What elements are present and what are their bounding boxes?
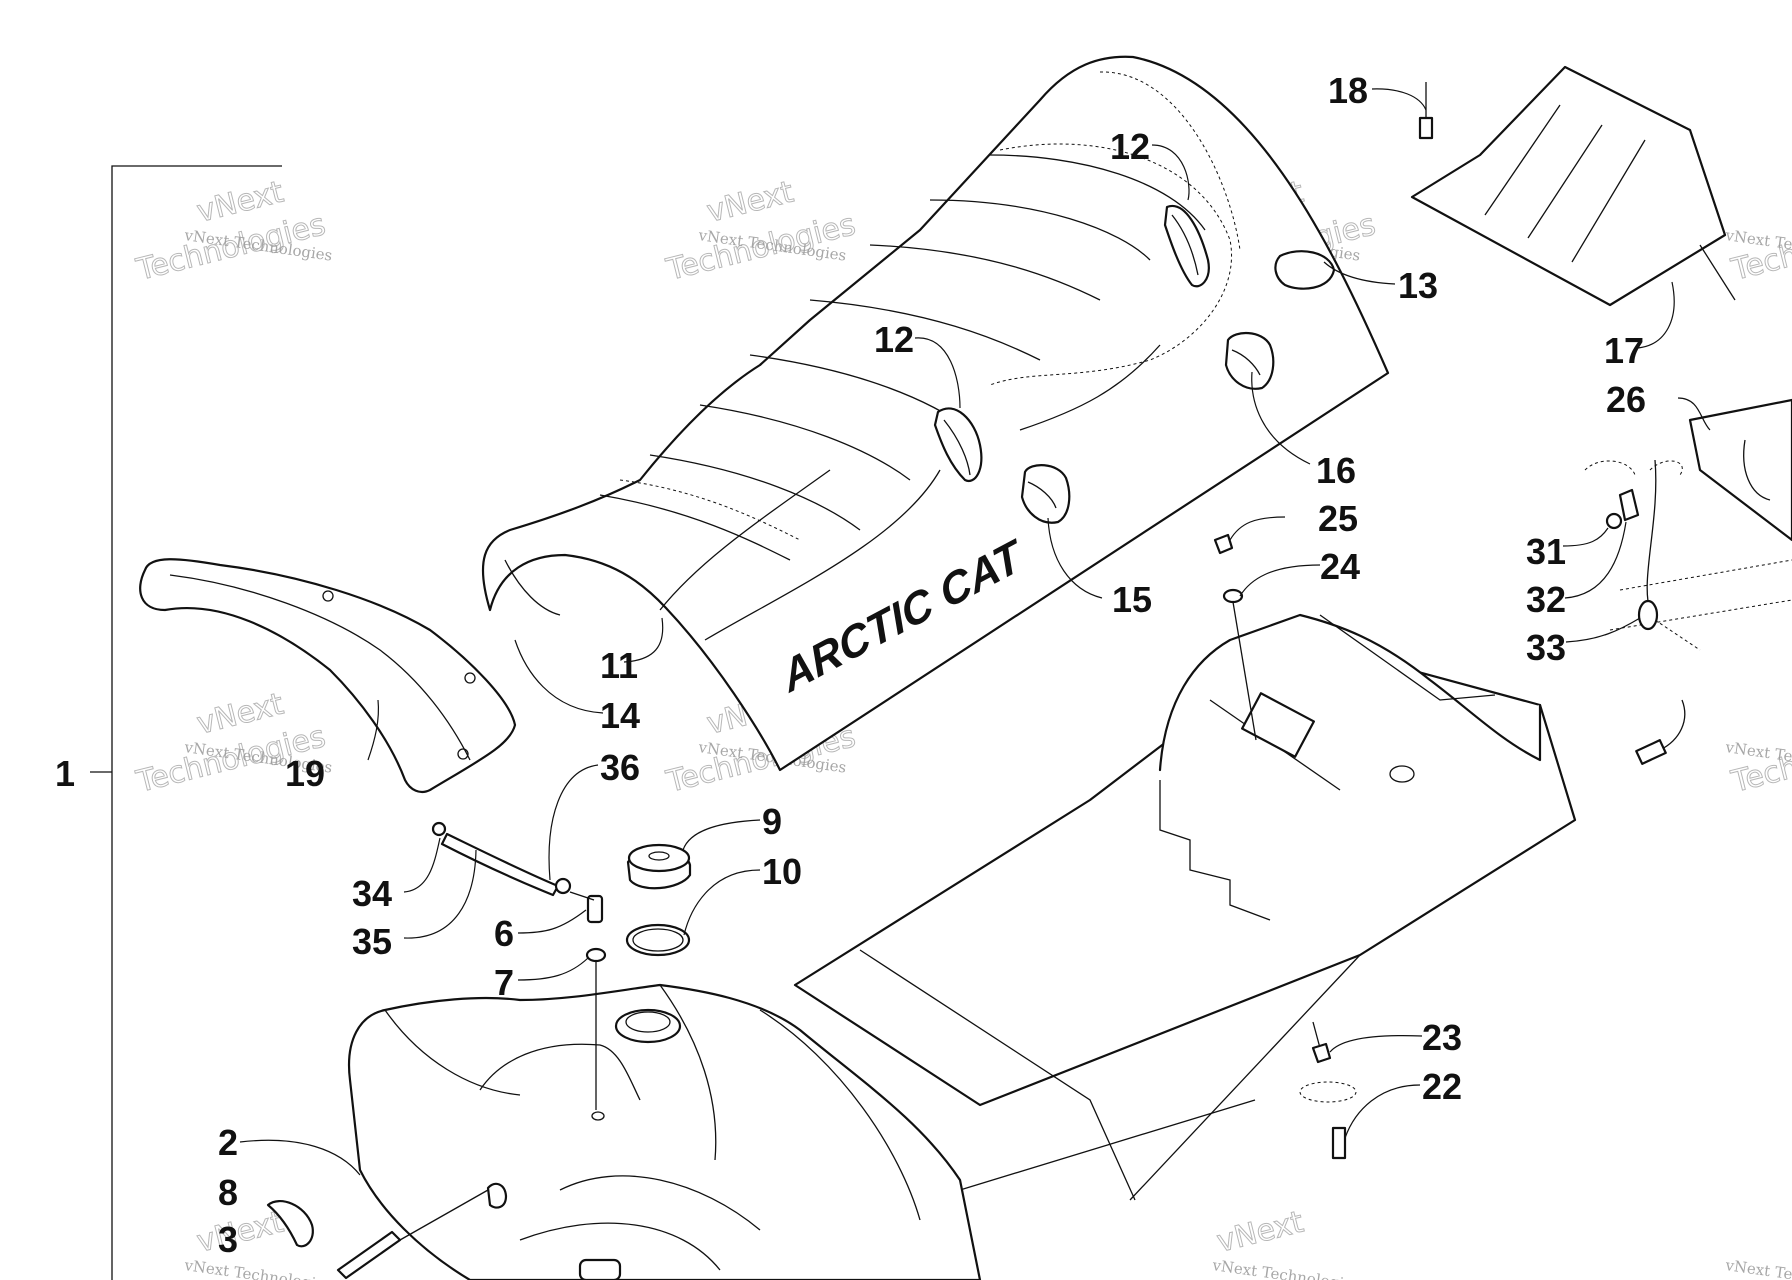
callout-15: 15	[1112, 579, 1152, 620]
seat-pad-13	[1274, 250, 1336, 290]
rear-trim	[139, 558, 517, 794]
watermark: vNext vNext Technologies	[1210, 1204, 1361, 1280]
bolt-18	[1418, 82, 1434, 140]
watermark: vNext vNext Technologies Technologies	[662, 174, 859, 288]
callout-18: 18	[1328, 70, 1368, 111]
callout-16: 16	[1316, 450, 1356, 491]
callout-25: 25	[1318, 498, 1358, 539]
watermark: vNext Technologies	[1723, 1256, 1792, 1280]
callout-12-upper: 12	[1110, 126, 1150, 167]
watermark: vNext vNext Technologies Technologies	[132, 174, 334, 288]
vent-hose	[440, 832, 560, 897]
cap-gasket	[625, 923, 691, 957]
callout-6: 6	[494, 913, 514, 954]
callout-32: 32	[1526, 579, 1566, 620]
grommet-33	[1637, 599, 1659, 631]
callout-35: 35	[352, 921, 392, 962]
callout-13: 13	[1398, 265, 1438, 306]
nut-31	[1605, 512, 1623, 530]
callout-34: 34	[352, 873, 392, 914]
watermark-line-1: vNext	[703, 175, 797, 230]
watermark-line-2: vNext Technologies	[1723, 1256, 1792, 1280]
callout-26: 26	[1606, 379, 1646, 420]
callout-23: 23	[1422, 1017, 1462, 1058]
callout-22: 22	[1422, 1066, 1462, 1107]
callout-12-lower: 12	[874, 319, 914, 360]
callout-17: 17	[1604, 330, 1644, 371]
watermark-line-3: Technologies	[662, 207, 858, 288]
callout-31: 31	[1526, 531, 1566, 572]
seat-pad-16	[1224, 332, 1275, 390]
callout-9: 9	[762, 801, 782, 842]
callout-10: 10	[762, 851, 802, 892]
callout-36: 36	[600, 747, 640, 788]
callout-1: 1	[55, 753, 75, 794]
tank-strap	[266, 1199, 314, 1248]
tail-light-bracket	[1410, 65, 1736, 307]
washer-24	[1222, 588, 1257, 741]
watermark: vNext Technologies Technologies	[1723, 207, 1792, 289]
seat-pad-15	[1020, 464, 1071, 524]
watermark-line-1: vNext	[193, 1205, 287, 1260]
seat-base-tray	[793, 613, 1577, 1201]
nut-23	[1311, 1021, 1332, 1064]
watermark: vNext vNext Technologies	[182, 1204, 333, 1280]
fuel-tank	[347, 983, 982, 1280]
callout-8: 8	[218, 1172, 238, 1213]
hose-clamp-34	[431, 821, 447, 837]
vent-fitting	[569, 891, 604, 924]
grab-pad-lower	[933, 407, 983, 483]
callout-7: 7	[494, 962, 514, 1003]
callout-2: 2	[218, 1122, 238, 1163]
fuel-cap	[626, 843, 692, 890]
callout-14: 14	[600, 695, 640, 736]
callout-19: 19	[285, 753, 325, 794]
bracket-32	[1618, 488, 1640, 522]
callout-33: 33	[1526, 627, 1566, 668]
watermark-line-1: vNext	[1213, 1205, 1307, 1260]
watermark-line-2: vNext Technologies	[1210, 1256, 1361, 1280]
callout-3: 3	[218, 1219, 238, 1260]
washer-22	[1299, 1081, 1357, 1160]
assembly-bracket	[90, 165, 282, 1280]
callout-labels: 1 2 3 6 7 8 9 10 11 12 12 13 14 15 16 17…	[55, 70, 1646, 1260]
mount-rod	[336, 1182, 508, 1280]
callout-11: 11	[600, 645, 638, 686]
grab-pad-upper	[1163, 204, 1210, 288]
watermark-line-3: Technologies	[1727, 207, 1792, 288]
watermark-line-3: Technologies	[1727, 719, 1792, 800]
washer-7	[585, 947, 607, 1110]
hose-clamp-36	[554, 877, 572, 895]
seat: ARCTIC CAT	[481, 55, 1390, 772]
watermark: vNext Technologies Technologies	[1723, 719, 1792, 801]
callout-24: 24	[1320, 546, 1360, 587]
watermark-line-2: vNext Technologies	[182, 1256, 333, 1280]
nut-25	[1213, 533, 1234, 555]
tail-light	[1584, 398, 1792, 765]
leader-lines	[239, 88, 1711, 1176]
